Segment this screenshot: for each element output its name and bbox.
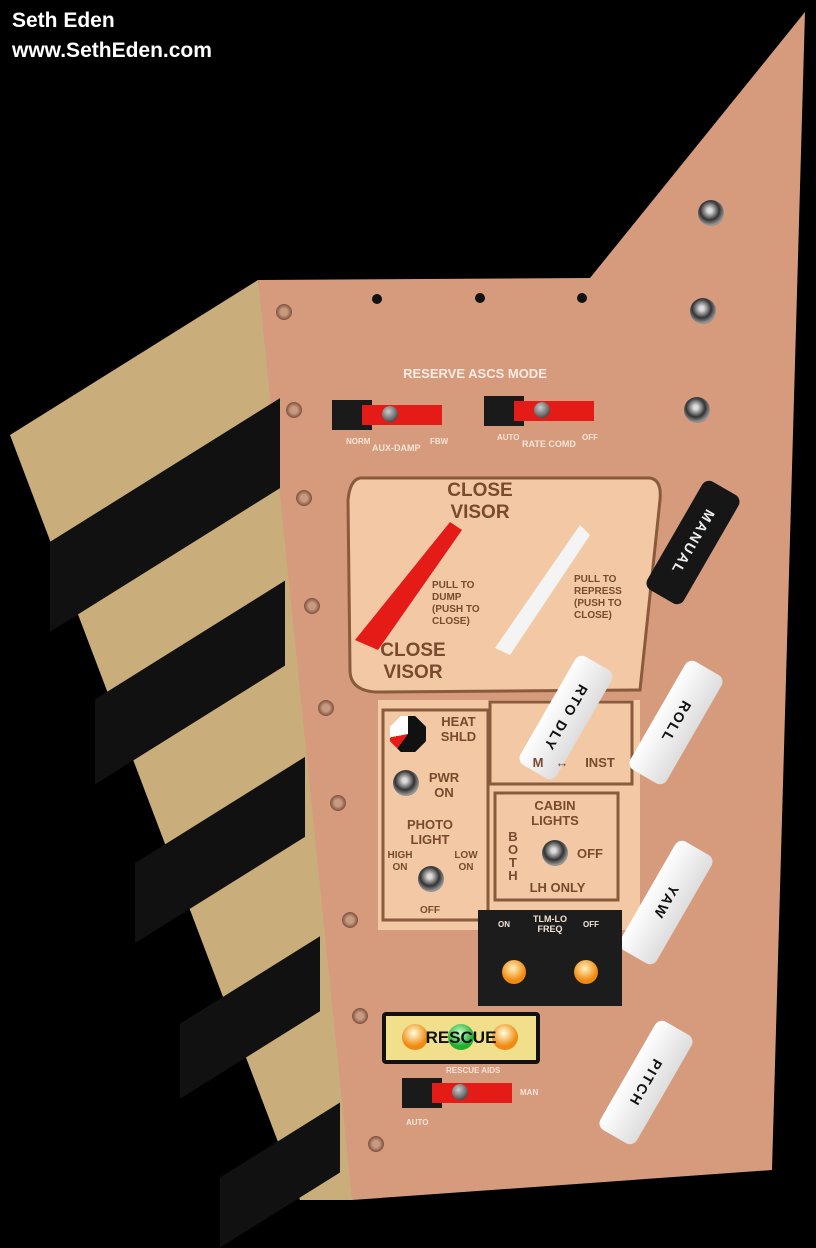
close-visor-bottom: CLOSE VISOR <box>380 640 446 683</box>
credit-url: www.SethEden.com <box>12 39 212 62</box>
rescue-light-right <box>492 1024 518 1050</box>
hole <box>372 294 382 304</box>
screw-icon <box>296 490 312 506</box>
high-on-label: HIGH ON <box>387 850 413 873</box>
hole <box>475 293 485 303</box>
aux-damp-toggle[interactable] <box>332 400 442 430</box>
screw-icon <box>318 700 334 716</box>
cabin-lights-label: CABIN LIGHTS <box>531 798 579 828</box>
timer-m-label: M <box>532 755 544 770</box>
cabin-lights-knob[interactable] <box>542 840 568 866</box>
screw-icon <box>304 598 320 614</box>
arrow-icon: ↔ <box>555 755 569 770</box>
cabin-box <box>493 791 620 902</box>
off-label: OFF <box>582 433 598 442</box>
pwr-on-label: PWR ON <box>428 770 460 800</box>
low-on-label: LOW ON <box>454 850 478 873</box>
rescue-light-green <box>448 1024 474 1050</box>
repress-label: PULL TO REPRESS (PUSH TO CLOSE) <box>574 574 622 621</box>
rescue-label: RESCUE <box>425 1028 497 1047</box>
rate-comd-label: RATE COMD <box>522 439 576 449</box>
credit-name: Seth Eden <box>12 9 115 32</box>
rescue-auto-label: AUTO <box>406 1118 429 1127</box>
tlm-off-label: OFF <box>583 920 599 929</box>
timer-inst-label: INST <box>585 755 615 770</box>
heat-shld-indicator <box>390 716 426 752</box>
rate-comd-toggle[interactable] <box>484 396 594 426</box>
screw-icon <box>286 402 302 418</box>
bolt-icon <box>698 200 724 226</box>
lh-only-label: LH ONLY <box>529 880 586 895</box>
cabin-off-label: OFF <box>577 846 603 861</box>
bolt-icon <box>684 397 710 423</box>
visor-red-handle <box>355 522 462 650</box>
screw-icon <box>352 1008 368 1024</box>
dump-label: PULL TO DUMP (PUSH TO CLOSE) <box>432 580 480 627</box>
hole <box>577 293 587 303</box>
tlm-on-light[interactable] <box>502 960 526 984</box>
pwr-on-button[interactable] <box>393 770 419 796</box>
heat-shld-label: HEAT SHLD <box>440 714 477 744</box>
screw-icon <box>368 1136 384 1152</box>
aux-damp-label: AUX-DAMP <box>372 443 421 453</box>
screw-icon <box>330 795 346 811</box>
photo-light-label: PHOTO LIGHT <box>407 817 453 847</box>
screw-icon <box>276 304 292 320</box>
photo-off-label: OFF <box>420 905 440 916</box>
tlm-on-label: ON <box>498 920 510 929</box>
fbw-label: FBW <box>430 437 449 446</box>
rescue-aids-toggle[interactable] <box>402 1078 512 1108</box>
photo-light-knob[interactable] <box>418 866 444 892</box>
auto-label: AUTO <box>497 433 520 442</box>
close-visor-top: CLOSE VISOR <box>447 480 513 523</box>
rescue-button[interactable]: RESCUE <box>382 1012 540 1064</box>
bolt-icon <box>690 298 716 324</box>
reserve-ascs-title: RESERVE ASCS MODE <box>403 366 547 381</box>
rescue-light-left <box>402 1024 428 1050</box>
heat-shld-box <box>381 708 490 922</box>
tlm-label: TLM-LO FREQ <box>533 914 567 934</box>
screw-icon <box>342 912 358 928</box>
both-label: BOTH <box>508 829 519 883</box>
rescue-aids-label: RESCUE AIDS <box>446 1066 501 1075</box>
tlm-off-light[interactable] <box>574 960 598 984</box>
rescue-man-label: MAN <box>520 1088 539 1097</box>
visor-white-handle <box>495 525 590 655</box>
tlm-panel: ON TLM-LO FREQ OFF <box>478 910 622 1006</box>
norm-label: NORM <box>346 437 371 446</box>
